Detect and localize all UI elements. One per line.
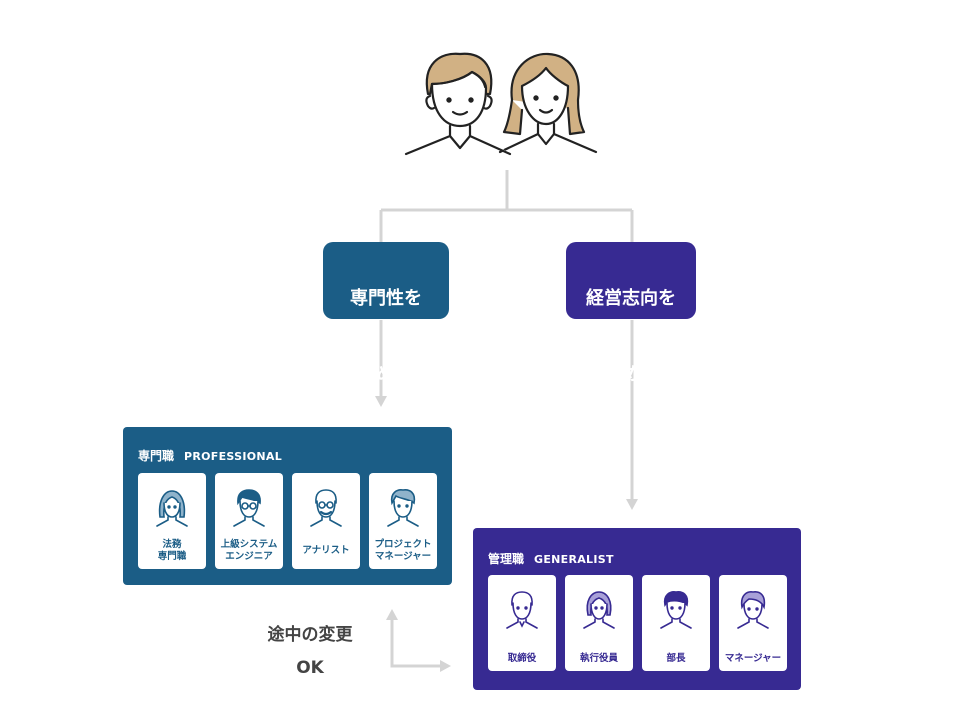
role-label: アナリスト xyxy=(302,545,350,556)
woman-icon xyxy=(583,591,615,629)
path-generalist-line1: 経営志向を xyxy=(586,288,676,309)
role-card-manager: マネージャー xyxy=(719,575,787,671)
professional-title-jp: 専門職 xyxy=(138,449,175,463)
man-icon xyxy=(660,591,692,629)
path-professional-line2: 極める xyxy=(359,364,413,385)
role-card-pm: プロジェクト マネージャー xyxy=(369,473,437,569)
person-icon xyxy=(737,591,769,629)
professional-title: 専門職 PROFESSIONAL xyxy=(138,447,282,464)
role-card-director: 取締役 xyxy=(488,575,556,671)
role-label: プロジェクト マネージャー xyxy=(374,539,432,562)
older-man-glasses-icon xyxy=(310,489,342,527)
role-card-department-head: 部長 xyxy=(642,575,710,671)
role-card-senior-se: 上級システム エンジニア xyxy=(215,473,283,569)
role-label: 部長 xyxy=(666,653,686,664)
change-note-line2: OK xyxy=(296,658,324,678)
role-label: 法務 専門職 xyxy=(157,539,187,562)
older-man-icon xyxy=(506,591,538,629)
generalist-title-en: GENERALIST xyxy=(534,553,614,566)
path-generalist-line2: 高める xyxy=(604,364,658,385)
arrow-head-generalist xyxy=(626,499,638,510)
role-label: 上級システム エンジニア xyxy=(220,539,278,562)
path-professional-label: 専門性を 極める xyxy=(323,242,449,385)
two-people-icon xyxy=(404,52,598,156)
professional-panel: 専門職 PROFESSIONAL 法務 専門職 上級システム エンジニア xyxy=(123,427,452,585)
role-label: 取締役 xyxy=(507,653,537,664)
arrow-head-right xyxy=(440,660,451,672)
man-icon xyxy=(387,489,419,527)
role-card-executive-officer: 執行役員 xyxy=(565,575,633,671)
path-professional-line1: 専門性を xyxy=(350,288,422,309)
arrow-head-up xyxy=(386,609,398,620)
change-note-line1: 途中の変更 xyxy=(267,625,353,645)
role-label: 執行役員 xyxy=(579,653,618,664)
man-glasses-icon xyxy=(233,489,265,527)
arrow-head-professional xyxy=(375,396,387,407)
woman-icon xyxy=(156,490,188,527)
generalist-panel: 管理職 GENERALIST 取締役 執行役員 xyxy=(473,528,801,690)
generalist-title: 管理職 GENERALIST xyxy=(488,550,614,567)
role-label: マネージャー xyxy=(724,653,782,664)
role-card-analyst: アナリスト xyxy=(292,473,360,569)
role-card-legal: 法務 専門職 xyxy=(138,473,206,569)
professional-title-en: PROFESSIONAL xyxy=(184,450,283,463)
generalist-title-jp: 管理職 xyxy=(488,552,525,566)
path-generalist-label: 経営志向を 高める xyxy=(566,242,696,385)
